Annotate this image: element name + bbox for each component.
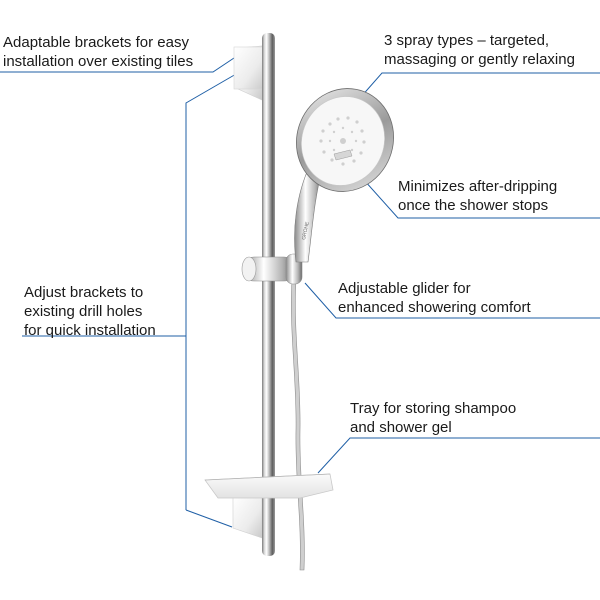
callout-tray-line1: Tray for storing shampoo	[350, 400, 517, 417]
callout-brackets-line1: Adaptable brackets for easy	[3, 34, 189, 51]
callout-spray-line1: 3 spray types – targeted,	[384, 32, 550, 49]
callout-tray: Tray for storing shampoo and shower gel	[350, 399, 516, 437]
callout-adjust-line3: for quick installation	[24, 322, 156, 339]
callout-lines	[0, 53, 600, 528]
shampoo-tray	[204, 473, 334, 499]
callout-brackets: Adaptable brackets for easy installation…	[3, 33, 193, 71]
callout-line-brackets	[0, 53, 241, 73]
callout-glider: Adjustable glider for enhanced showering…	[338, 279, 531, 317]
bottom-bracket	[232, 496, 263, 539]
callout-line-glider	[304, 282, 600, 319]
adjustable-glider	[241, 253, 303, 285]
hand-shower-head	[296, 88, 394, 192]
spray-face	[319, 116, 366, 166]
shower-rail	[262, 33, 275, 556]
callout-adjust: Adjust brackets to existing drill holes …	[24, 283, 156, 340]
shower-hose	[291, 279, 305, 571]
callout-line-adjust-bracket	[185, 509, 233, 528]
callout-drip-line1: Minimizes after-dripping	[398, 178, 558, 195]
callout-tray-line2: and shower gel	[350, 419, 452, 436]
callout-adjust-line1: Adjust brackets to	[24, 284, 144, 301]
callout-drip: Minimizes after-dripping once the shower…	[398, 177, 557, 215]
callout-spray-line2: massaging or gently relaxing	[384, 51, 575, 68]
callout-glider-line1: Adjustable glider for	[338, 280, 471, 297]
spray-selector	[333, 149, 353, 161]
callout-brackets-line2: installation over existing tiles	[3, 53, 194, 70]
callout-spray: 3 spray types – targeted, massaging or g…	[384, 31, 575, 69]
brand-mark: GROHE	[301, 221, 311, 241]
callout-adjust-line2: existing drill holes	[24, 303, 143, 320]
callout-line-spray	[359, 72, 600, 99]
callout-glider-line2: enhanced showering comfort	[338, 299, 531, 316]
callout-drip-line2: once the shower stops	[398, 197, 549, 214]
callout-line-tray	[317, 437, 600, 474]
callout-line-adjust	[22, 69, 244, 337]
